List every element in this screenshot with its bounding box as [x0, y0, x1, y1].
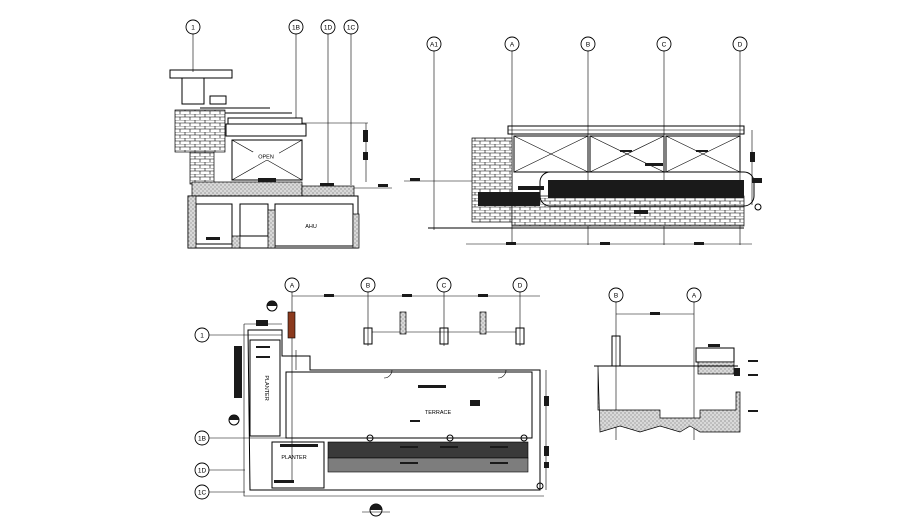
grid-bubble-1c: 1C	[343, 19, 359, 185]
plan-grid-bubble-1d: 1D	[194, 462, 245, 478]
svg-text:B: B	[614, 293, 618, 300]
floor-plan: A B C D 1 1B	[194, 277, 549, 517]
svg-text:1D: 1D	[198, 468, 207, 475]
section-marker-top	[266, 300, 278, 312]
svg-text:D: D	[738, 42, 743, 49]
left-elevation: 1 1B 1D 1C	[169, 19, 392, 249]
room-label-planter-bottom: PLANTER	[281, 455, 306, 461]
svg-text:C: C	[662, 42, 667, 49]
plan-grid-bubble-1c: 1C	[194, 484, 245, 500]
room-label-ahu: AHU	[305, 224, 317, 230]
grid-bubble-1b: 1B	[288, 19, 304, 118]
room-label-open: OPEN	[258, 155, 274, 161]
right-elevation: A1 A B C D	[404, 36, 762, 245]
svg-text:1C: 1C	[347, 25, 356, 32]
svg-text:1B: 1B	[292, 25, 300, 32]
section-marker-left	[228, 414, 240, 426]
svg-text:A: A	[290, 283, 295, 290]
plan-grid-bubble-a: A	[284, 277, 300, 480]
plan-grid-bubble-b: B	[360, 277, 376, 346]
plan-grid-bubble-1: 1	[194, 327, 282, 343]
section-grid-bubble-a: A	[686, 287, 702, 440]
svg-text:B: B	[366, 283, 370, 290]
section-marker-bottom	[362, 503, 390, 517]
grid-bubble-1: 1	[185, 19, 201, 72]
svg-text:1: 1	[191, 25, 195, 32]
planter-bottom	[271, 441, 325, 489]
svg-text:1: 1	[200, 333, 204, 340]
section-detail: B A	[594, 287, 758, 440]
grid-bubble-1d: 1D	[320, 19, 336, 185]
svg-text:D: D	[518, 283, 523, 290]
grid-bubble-a1: A1	[426, 36, 442, 230]
planter-left	[249, 339, 281, 437]
room-label-planter-left: PLANTER	[263, 375, 269, 400]
svg-text:1B: 1B	[198, 436, 206, 443]
svg-text:1C: 1C	[198, 490, 207, 497]
svg-text:A: A	[692, 293, 697, 300]
svg-text:A: A	[510, 42, 515, 49]
plan-grid-bubble-d: D	[512, 277, 528, 346]
svg-text:1D: 1D	[324, 25, 333, 32]
svg-text:A1: A1	[430, 42, 438, 49]
svg-text:B: B	[586, 42, 590, 49]
plan-grid-bubble-c: C	[436, 277, 452, 346]
room-label-terrace: TERRACE	[425, 410, 452, 416]
svg-text:C: C	[442, 283, 447, 290]
